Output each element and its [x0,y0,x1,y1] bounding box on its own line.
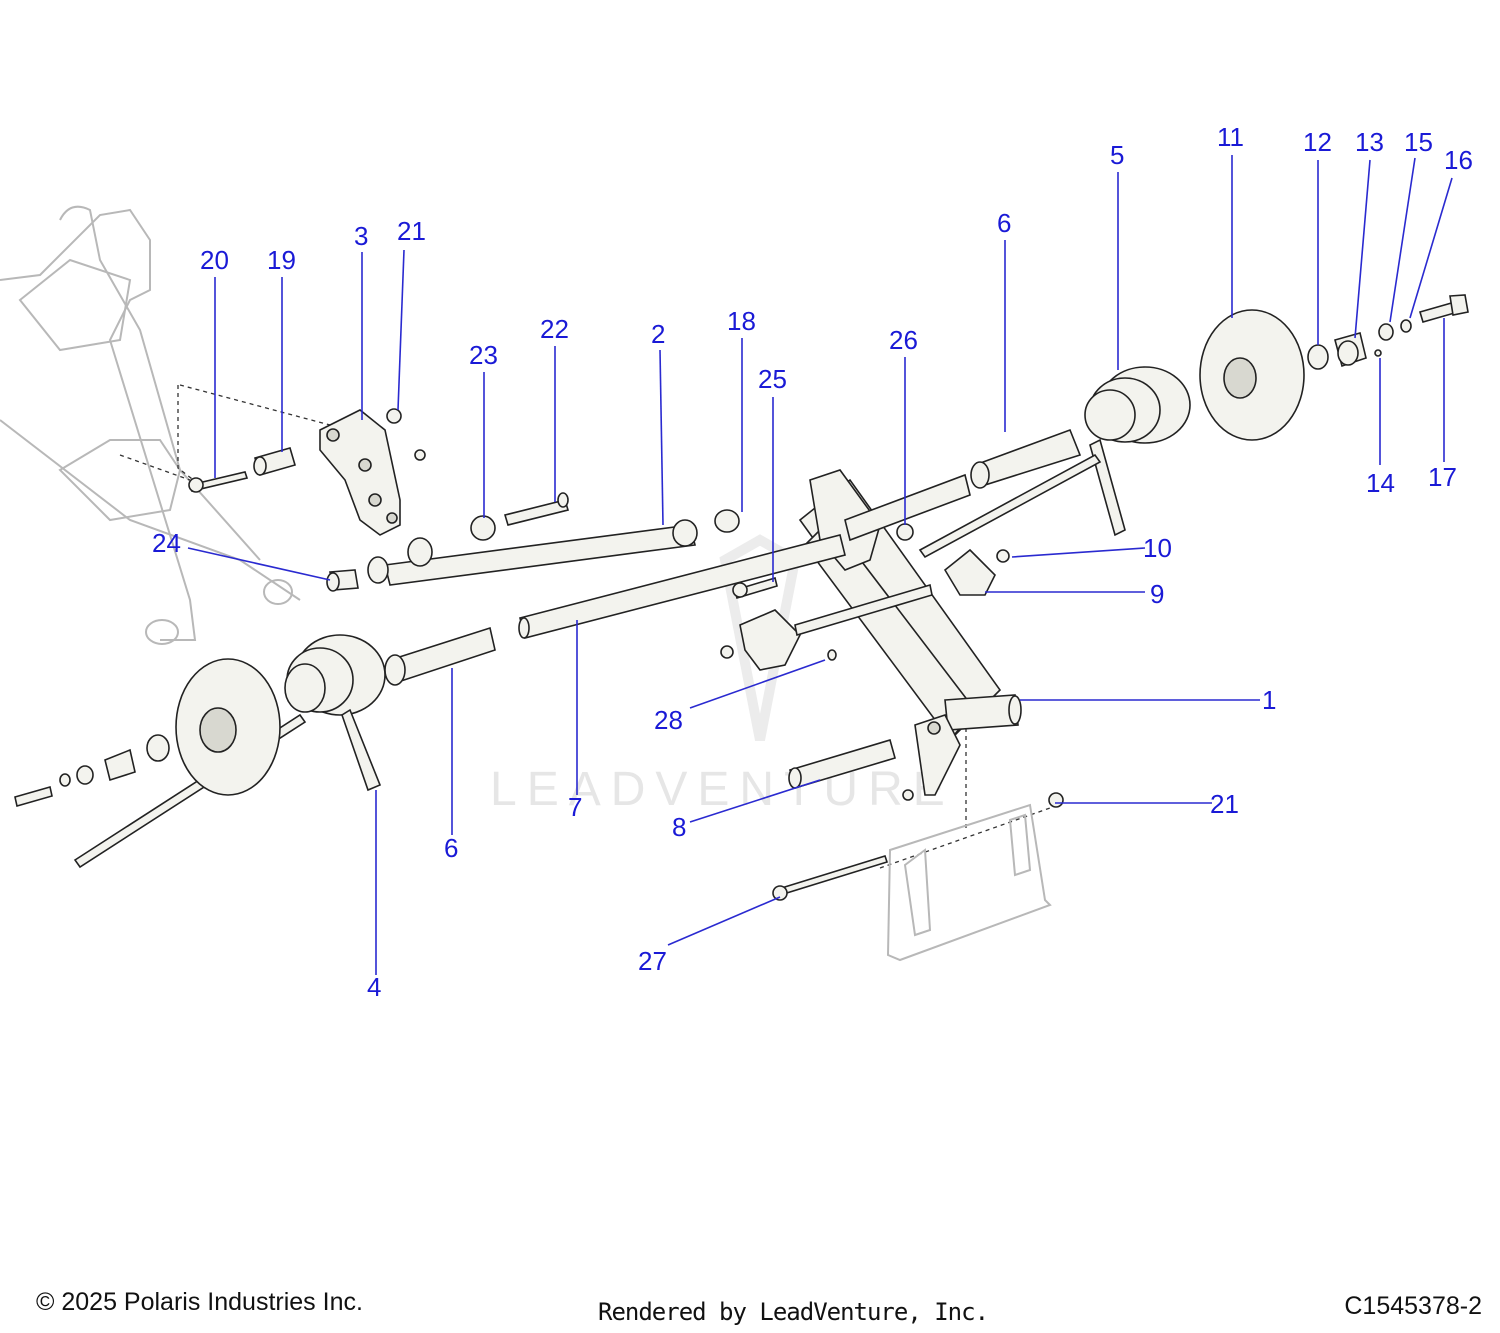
part-2-torque-arm [367,519,698,586]
part-11-wheel-upper [1199,309,1305,441]
part-3-bracket [319,409,401,536]
parts-12-17 [1307,294,1469,370]
hardware [188,408,1064,901]
callout-15: 15 [1404,127,1433,157]
part-7-shaft [518,473,971,639]
rendered-by-text: Rendered by LeadVenture, Inc. [598,1298,989,1326]
callout-12: 12 [1303,127,1332,157]
callout-14: 14 [1366,468,1395,498]
callout-7: 7 [568,792,582,822]
callout-27: 27 [638,946,667,976]
ghost-frame [0,205,301,645]
part-6-lower-spacer [384,626,496,686]
callout-16: 16 [1444,145,1473,175]
copyright-text: © 2025 Polaris Industries Inc. [36,1288,363,1316]
callout-3: 3 [354,221,368,251]
callout-26: 26 [889,325,918,355]
callout-21-upper: 21 [397,216,426,246]
callouts: 1 2 3 4 5 6 6 7 8 9 10 11 12 13 14 15 16… [152,122,1473,1002]
callout-6-lower: 6 [444,833,458,863]
callout-6-upper: 6 [997,208,1011,238]
lower-hardware [14,734,170,808]
callout-18: 18 [727,306,756,336]
callout-17: 17 [1428,462,1457,492]
callout-4: 4 [367,972,381,1002]
callout-11: 11 [1217,122,1244,152]
callout-13: 13 [1355,127,1384,157]
callout-10: 10 [1143,533,1172,563]
part-5-spring-upper [918,366,1191,559]
callout-9: 9 [1150,579,1164,609]
reference-lines [119,384,1051,869]
leader-lines [187,155,1453,975]
callout-22: 22 [540,314,569,344]
diagram-code: C1545378-2 [1344,1292,1482,1320]
callout-20: 20 [200,245,229,275]
callout-21-lower: 21 [1210,789,1239,819]
callout-19: 19 [267,245,296,275]
callout-1: 1 [1262,685,1276,715]
watermark-text: LEADVENTURE [490,763,955,816]
callout-8: 8 [672,812,686,842]
callout-28: 28 [654,705,683,735]
callout-25: 25 [758,364,787,394]
callout-5: 5 [1110,140,1124,170]
callout-2: 2 [651,319,665,349]
part-11-wheel-lower [175,658,281,796]
callout-23: 23 [469,340,498,370]
ghost-rear-bracket [886,803,1052,962]
callout-24: 24 [152,528,181,558]
part-6-upper-spacer [970,428,1082,489]
